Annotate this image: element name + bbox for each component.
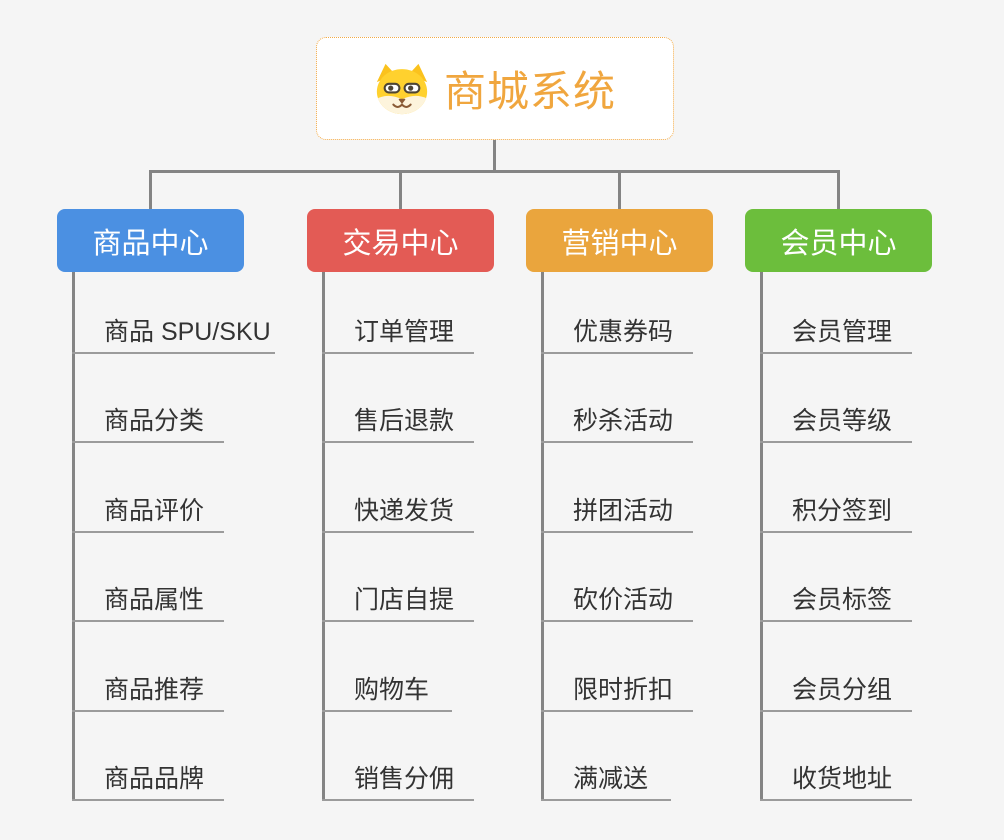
leaf-node[interactable]: 收货地址 [760,759,912,801]
connector-drop [837,170,840,210]
leaf-node[interactable]: 砍价活动 [541,580,693,622]
connector-root-stub [493,139,496,173]
connector-spine [760,272,763,801]
root-title: 商城系统 [443,68,616,115]
branch-node-trade-center[interactable]: 交易中心 [307,209,494,272]
leaf-node[interactable]: 会员标签 [760,580,912,622]
branch-node-marketing-center[interactable]: 营销中心 [526,209,713,272]
root-node[interactable]: 商城系统 [316,37,674,140]
connector-drop [149,170,152,210]
leaf-node[interactable]: 商品 SPU/SKU [72,312,275,354]
leaf-node[interactable]: 商品属性 [72,580,224,622]
leaf-node[interactable]: 商品分类 [72,401,224,443]
connector-bus [149,170,840,173]
leaf-node[interactable]: 商品推荐 [72,670,224,712]
connector-drop [399,170,402,210]
leaf-node[interactable]: 售后退款 [322,401,474,443]
branch-node-member-center[interactable]: 会员中心 [745,209,932,272]
leaf-node[interactable]: 限时折扣 [541,670,693,712]
leaf-node[interactable]: 商品品牌 [72,759,224,801]
leaf-node[interactable]: 购物车 [322,670,452,712]
connector-drop [618,170,621,210]
leaf-node[interactable]: 会员管理 [760,312,912,354]
leaf-node[interactable]: 秒杀活动 [541,401,693,443]
connector-spine [322,272,325,801]
leaf-node[interactable]: 满减送 [541,759,671,801]
connector-spine [72,272,75,801]
connector-spine [541,272,544,801]
leaf-node[interactable]: 积分签到 [760,491,912,533]
leaf-node[interactable]: 门店自提 [322,580,474,622]
branch-node-product-center[interactable]: 商品中心 [57,209,244,272]
leaf-node[interactable]: 快递发货 [322,491,474,533]
leaf-node[interactable]: 订单管理 [322,312,474,354]
leaf-node[interactable]: 销售分佣 [322,759,474,801]
leaf-node[interactable]: 优惠券码 [541,312,693,354]
leaf-node[interactable]: 拼团活动 [541,491,693,533]
leaf-node[interactable]: 会员分组 [760,670,912,712]
leaf-node[interactable]: 会员等级 [760,401,912,443]
leaf-node[interactable]: 商品评价 [72,491,224,533]
dog-face-icon [376,63,428,114]
